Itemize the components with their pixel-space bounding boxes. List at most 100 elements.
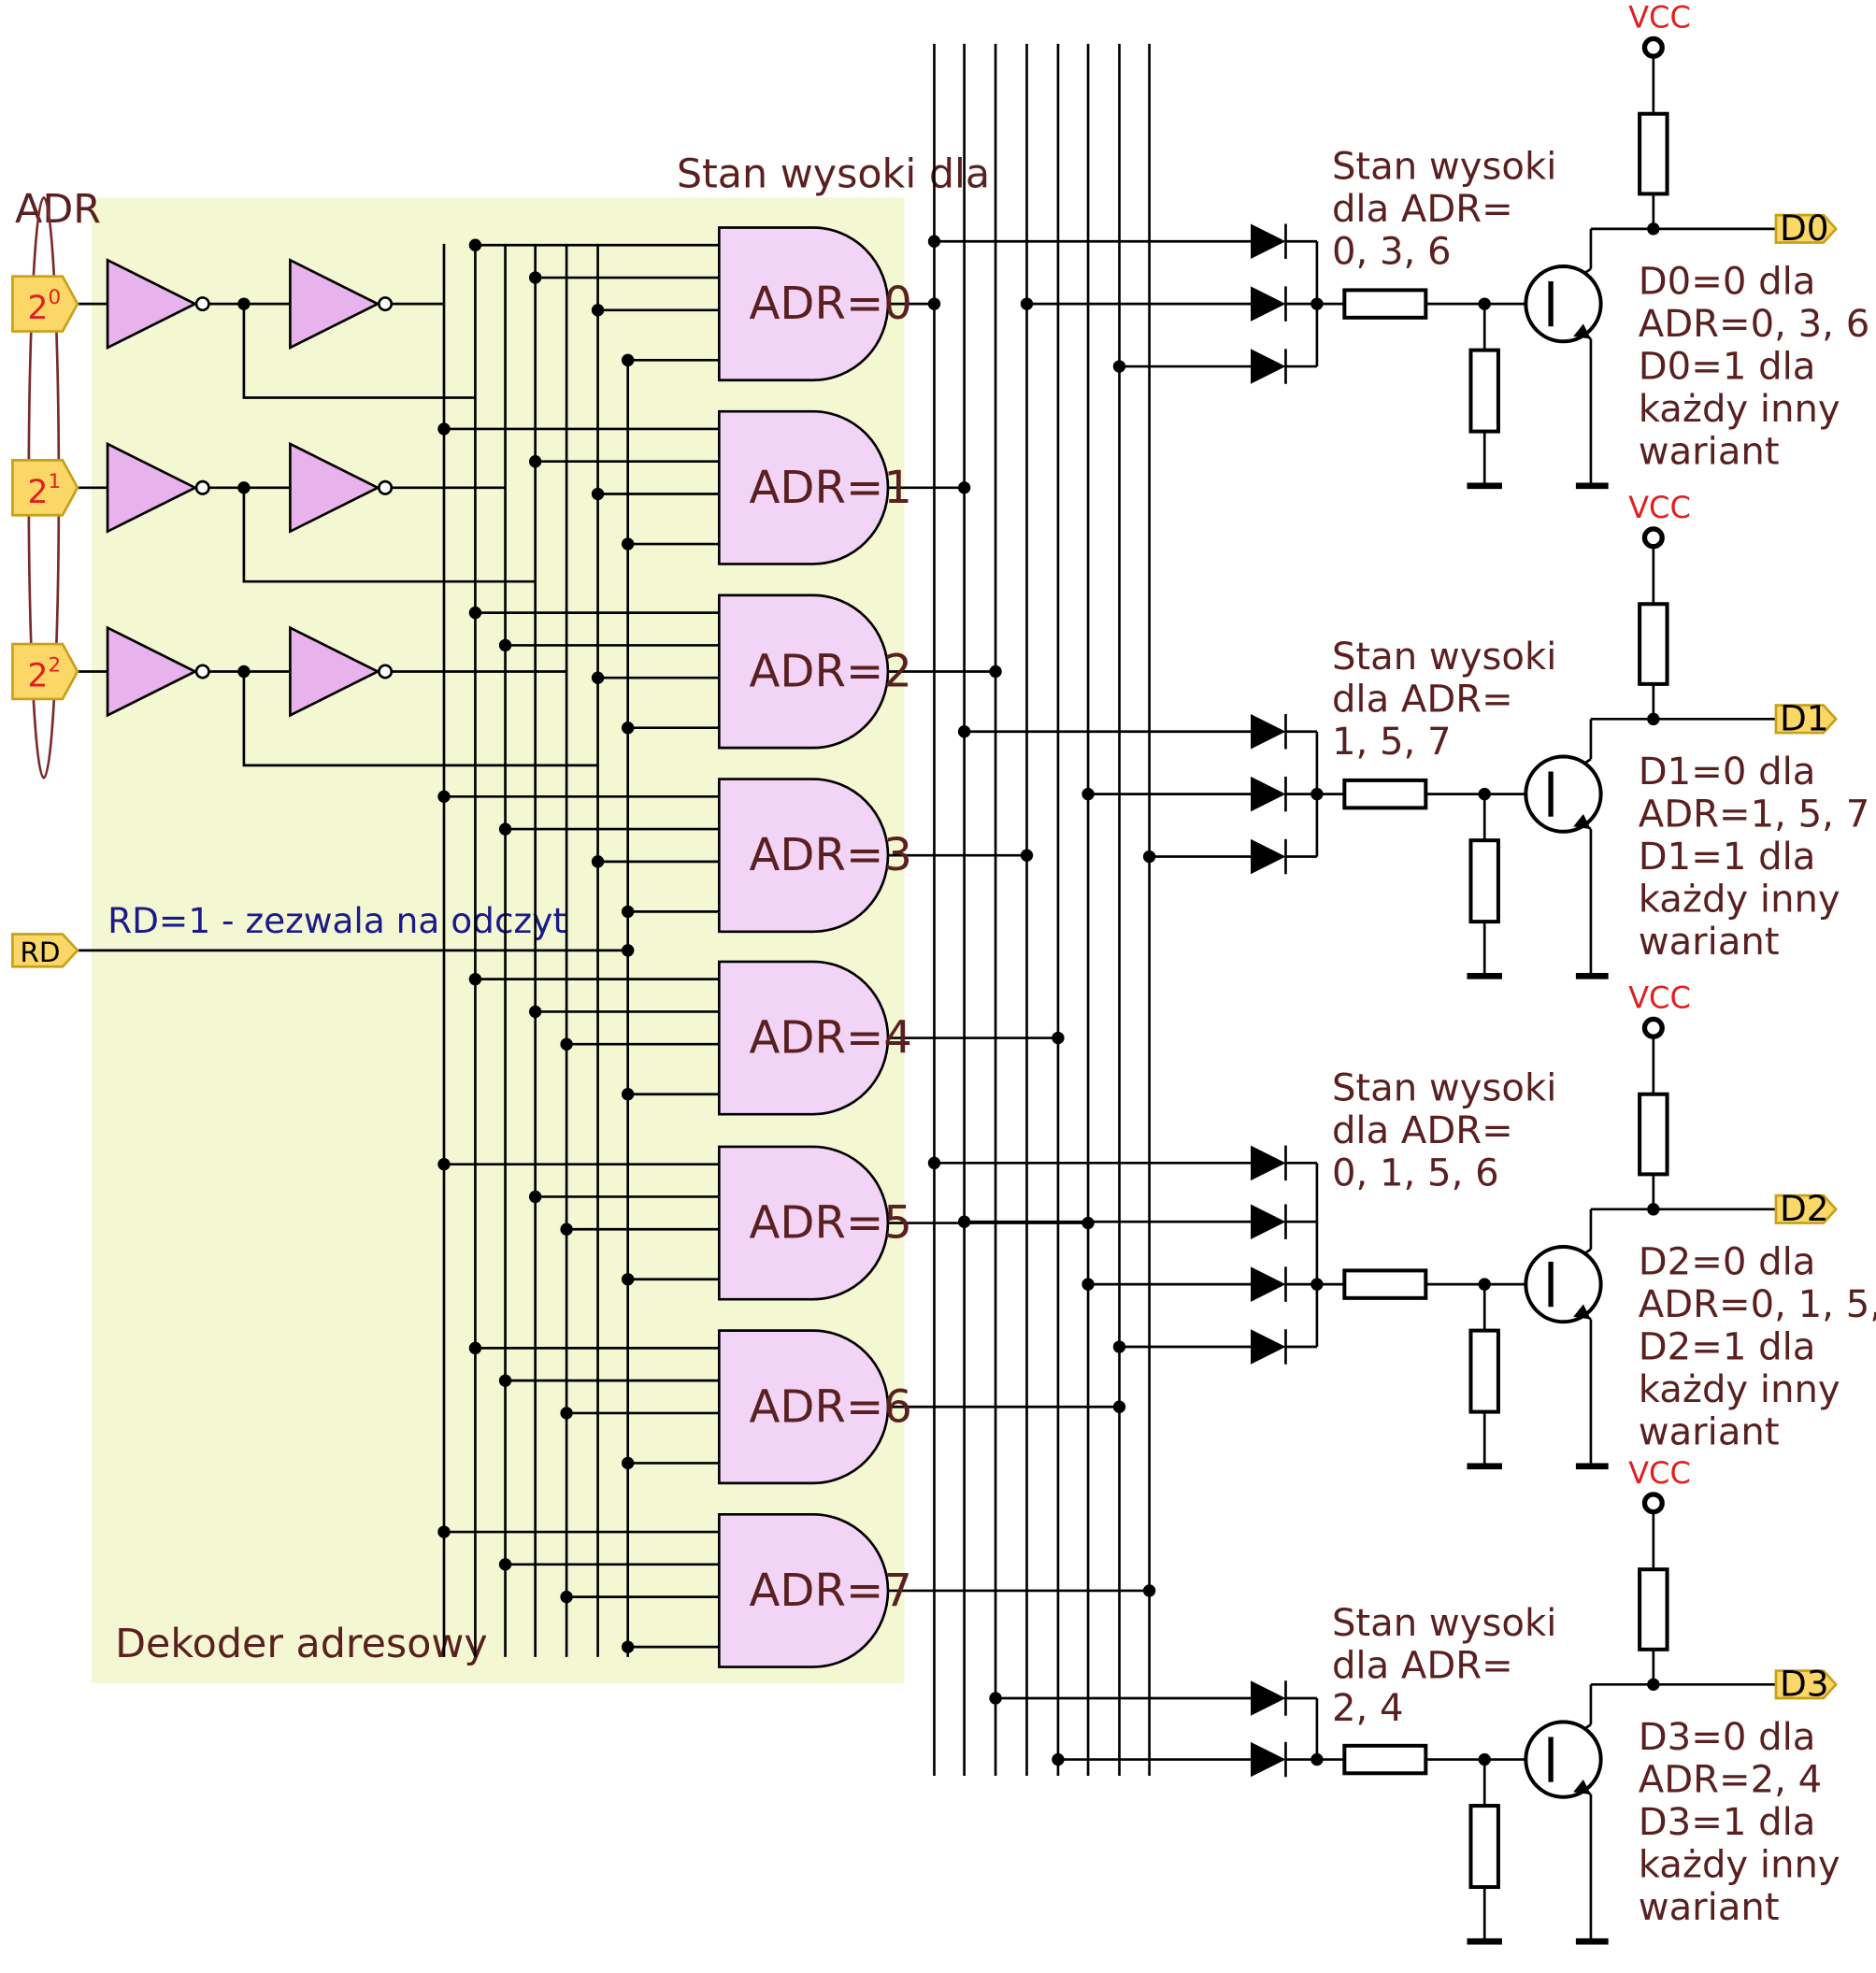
inverter [289,441,381,534]
output-tag [1774,213,1838,244]
output-description: wariant [1639,430,1780,473]
output-description: D2=1 dla [1639,1325,1816,1368]
diode [1250,776,1286,812]
resistor [1342,288,1428,320]
junction-dot [1310,1752,1324,1766]
junction-dots [237,222,1660,1766]
pin-label: 21 [27,470,61,511]
resistor [1342,778,1428,810]
high-state-note: 1, 5, 7 [1332,721,1452,764]
output-description: D1=1 dla [1639,836,1816,879]
junction-dot [1310,787,1324,801]
junction-dot [989,665,1002,679]
junction-dot [237,481,251,494]
pullup-resistor [1638,1567,1669,1651]
junction-dot [621,1273,635,1286]
junction-dot [957,725,971,738]
ground-bar [1575,482,1609,490]
junction-dot [437,422,451,436]
resistor [1342,1743,1428,1776]
junction-dot [468,1341,482,1355]
junction-dot [437,1525,451,1538]
junction-dot [1081,787,1095,801]
wire [242,487,536,583]
junction-dot [1112,1400,1126,1413]
pullup-resistor [1638,602,1669,686]
output-tag-label: D3 [1780,1663,1829,1704]
ground-bar [1575,972,1609,979]
decoder-label: Dekoder adresowy [115,1621,488,1667]
gate-body [718,1512,890,1668]
pin-shape [11,459,79,517]
junction-dot [1647,712,1660,726]
junction-dot [498,1374,512,1387]
output-tag [1774,1669,1838,1700]
stan-wysoki-dla-header: Stan wysoki dla [677,151,990,198]
vcc-terminal [1641,1492,1665,1515]
gate-label: ADR=6 [749,1380,911,1433]
pullup-resistor [1638,111,1669,196]
gate-label: ADR=3 [749,829,911,881]
junction-dot [957,481,971,494]
pin-exponent: 2 [49,654,62,678]
output-description: D3=0 dla [1639,1716,1816,1759]
high-state-note: Stan wysoki [1332,1066,1556,1109]
gate-body [718,226,890,382]
junction-dot [528,271,542,284]
diode [1250,713,1286,750]
vcc-terminal [1641,526,1665,550]
pullup-resistor [1638,1092,1669,1177]
and-gate-adr-2: ADR=2 [718,593,912,750]
junction-dot [1647,1203,1660,1216]
junction-dot [560,1590,573,1604]
junction-dot [468,972,482,986]
junction-dot [237,665,251,679]
junction-dot [621,944,635,957]
output-description: ADR=0, 3, 6 [1639,303,1869,346]
junction-dot [1020,849,1034,862]
output-tag-label: D2 [1780,1188,1829,1229]
junction-dot [1081,1278,1095,1291]
junction-dot [437,790,451,803]
high-state-note: 0, 1, 5, 6 [1332,1151,1499,1194]
vcc-terminal [1641,36,1665,59]
vcc-label: VCC [1628,1455,1691,1491]
high-state-note: Stan wysoki [1332,1602,1556,1645]
pulldown-resistor [1468,1328,1500,1414]
output-description: ADR=0, 1, 5, 6 [1639,1283,1876,1326]
junction-dot [560,1037,573,1051]
and-gate-adr-4: ADR=4 [718,960,912,1116]
gate-label: ADR=5 [749,1197,911,1250]
ground-bar [1467,1463,1502,1470]
junction-dot [498,1558,512,1571]
gate-body [718,409,890,565]
diode [1250,1266,1286,1302]
junction-dot [989,1692,1002,1705]
junction-dot [498,638,512,652]
rd-pin-label: RD [20,936,60,968]
and-gate-adr-0: ADR=0 [718,226,912,382]
high-state-note: 0, 3, 6 [1332,230,1452,273]
transistor [1524,754,1603,834]
junction-dot [621,1640,635,1653]
address-pin-2-2: 22 [11,642,79,701]
pin-shape [11,275,79,333]
junction-dot [1310,1278,1324,1291]
pulldown-resistor [1468,838,1500,924]
ground-bar [1467,972,1502,979]
inverter-bubble [378,296,394,312]
output-description: wariant [1639,1410,1780,1453]
junction-dot [528,1190,542,1204]
junction-dot [1052,1031,1065,1045]
inverter [106,258,198,350]
junction-dot [927,235,941,248]
gate-label: ADR=0 [749,278,911,330]
and-gate-adr-3: ADR=3 [718,778,912,934]
